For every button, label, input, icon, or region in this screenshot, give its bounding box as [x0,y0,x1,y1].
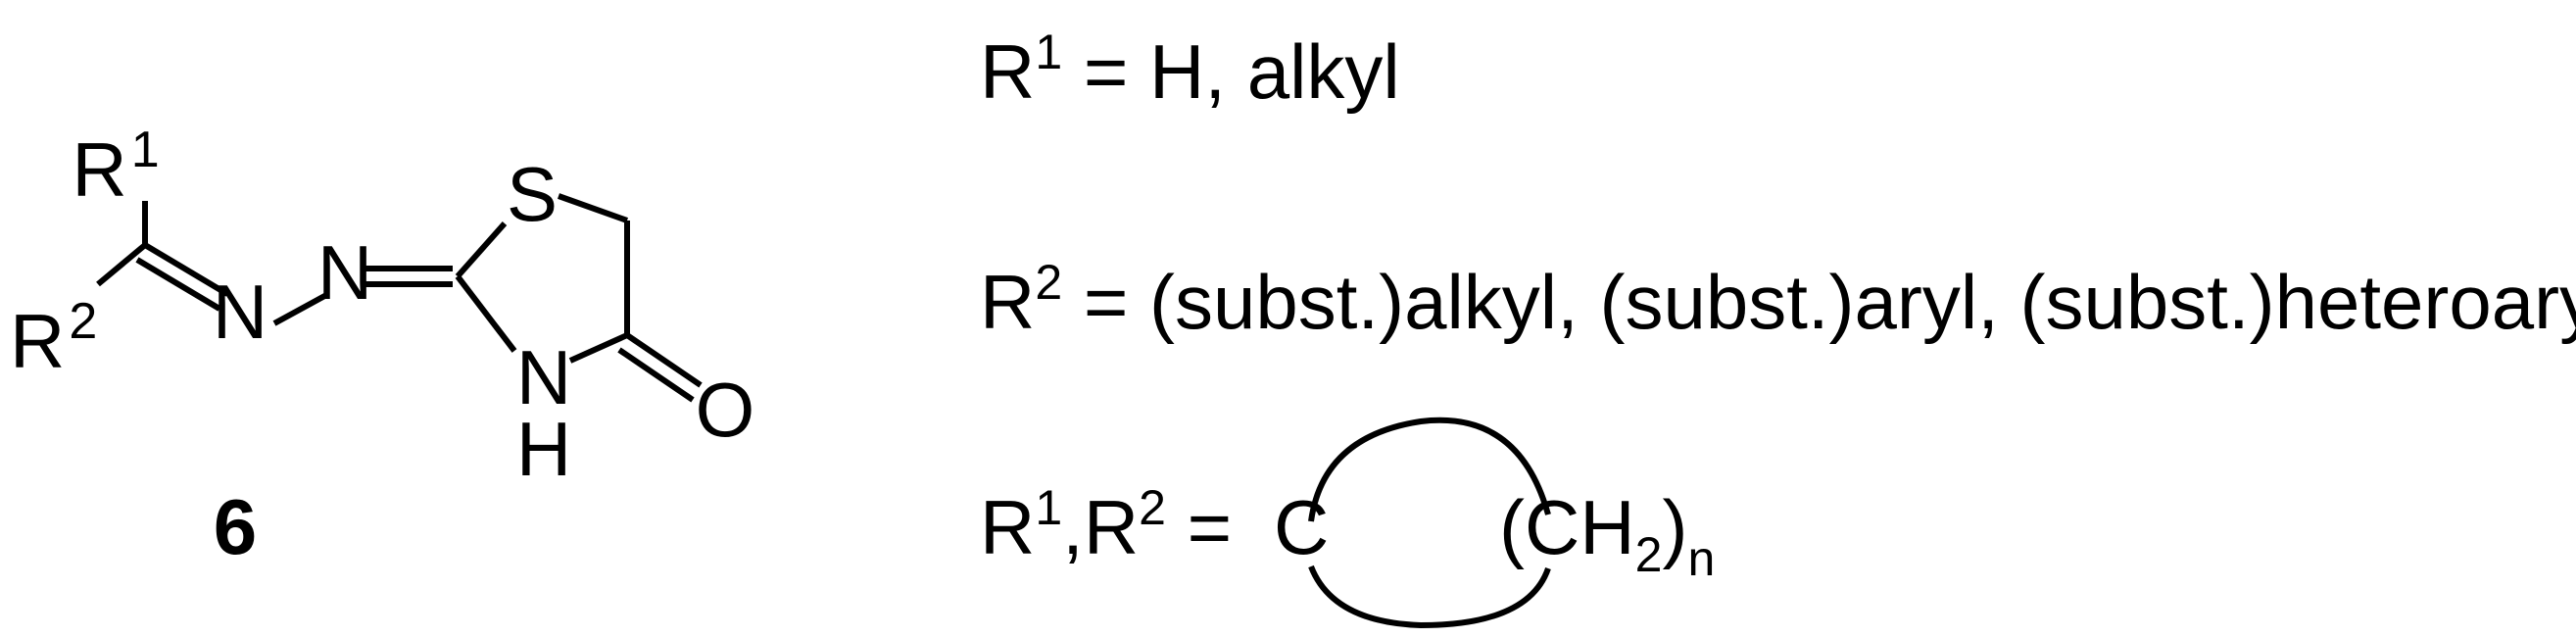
bond-c2-s [455,221,508,278]
atom-s: S [507,151,558,237]
substituent-definitions: R1 = H, alkyl R2 = (subst.)alkyl, (subst… [980,25,2576,629]
ring-methylene-index: n [1687,531,1715,586]
bond-n-n [272,291,330,326]
ring-arc-bottom [1308,564,1551,629]
ring-methylene-subscript: 2 [1635,527,1663,582]
bond-c-n-double-1 [143,242,229,297]
atom-n-ring: N [516,334,571,420]
bond-c-r2 [96,242,147,287]
definition-ring-superscript-2: 2 [1139,480,1166,535]
definition-r1-superscript: 1 [1035,25,1062,79]
bond-nh-c2 [455,274,517,353]
atom-n-imine: N [213,269,267,355]
bond-c4-o-double-1 [625,332,703,388]
bond-c4-o-double-2 [617,347,695,403]
compound-number: 6 [214,483,258,570]
ring-methylene-group: (CH2)n [1499,484,1715,586]
atom-o: O [696,367,755,453]
definition-r2: R2 = (subst.)alkyl, (subst.)aryl, (subst… [980,255,2576,345]
atom-r1-superscript: 1 [131,122,160,178]
atom-r1: R1 [72,122,159,213]
definition-ring-label: R1,R2 = [980,480,1232,570]
definition-r2-superscript: 2 [1035,255,1062,310]
ring-arc-top [1308,417,1551,522]
bond-c4-nh [568,332,629,364]
atom-r2: R2 [10,293,97,384]
definition-ring-superscript-1: 1 [1035,480,1062,535]
atom-h-ring: H [516,406,571,492]
bond-s-c5 [557,193,629,223]
structure-6: R1 R2 N N S N H O 6 [10,122,754,570]
bond-c-n-double-2 [135,257,221,312]
ring-carbon: C [1274,484,1329,570]
atom-n-hydrazone: N [317,229,372,316]
definition-r1: R1 = H, alkyl [980,25,1400,115]
atom-r2-superscript: 2 [69,293,97,350]
